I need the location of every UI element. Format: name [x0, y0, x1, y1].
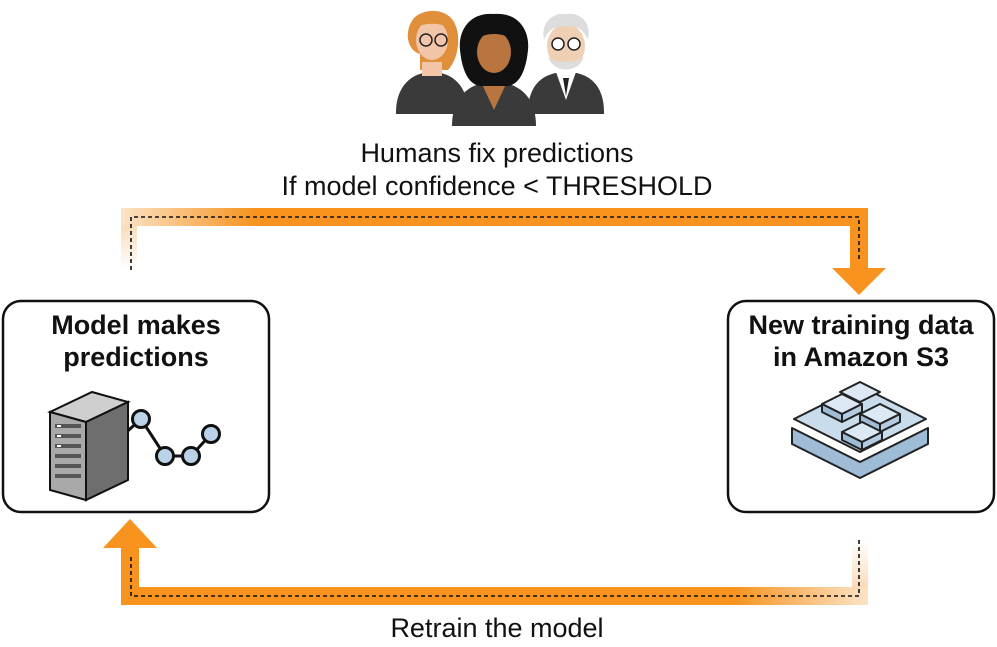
bottom-caption: Retrain the model: [390, 613, 604, 643]
model-box-title-line1: Model makes: [51, 310, 221, 340]
server-network-icon: [47, 390, 221, 502]
top-feedback-arrow: [121, 208, 886, 295]
s3-box-title-line2: in Amazon S3: [772, 342, 950, 372]
top-caption-line2: If model confidence < THRESHOLD: [281, 171, 713, 201]
person-woman-glasses-icon: [396, 10, 468, 114]
bottom-retrain-arrow: [103, 519, 868, 605]
top-caption-line1: Humans fix predictions: [360, 138, 634, 168]
person-woman-curly-hair-icon: [452, 13, 536, 126]
s3-bucket-icon: [791, 381, 929, 479]
model-box-title-line2: predictions: [63, 342, 209, 372]
s3-box-title-line1: New training data: [748, 310, 974, 340]
people-group-icon: [396, 10, 604, 126]
person-man-glasses-icon: [528, 13, 604, 114]
